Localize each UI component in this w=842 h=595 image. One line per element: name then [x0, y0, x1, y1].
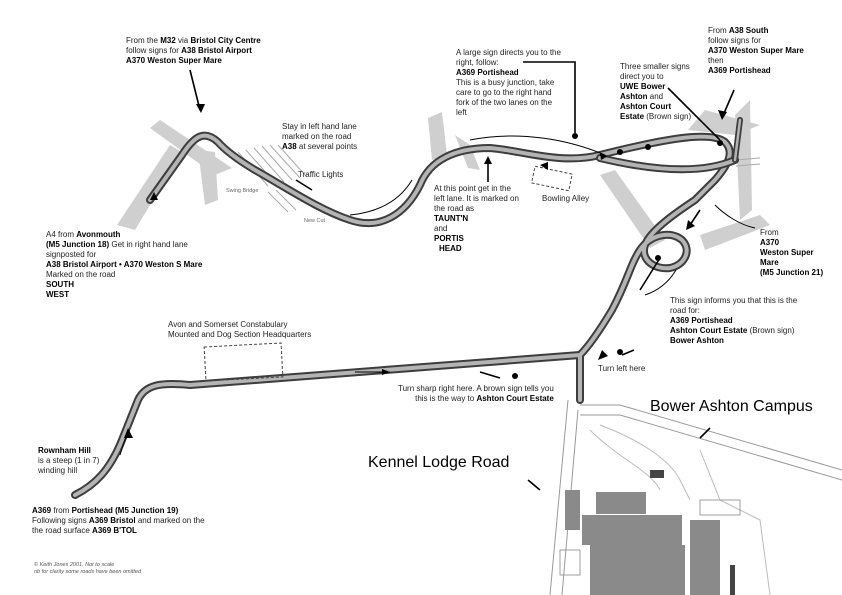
label-turn-sharp: Turn sharp right here. A brown sign tell… [398, 384, 554, 403]
sign-dot-roundabout [655, 255, 661, 261]
footer-copyright: © Keith Jones 2001. Not to scale nb for … [34, 562, 142, 575]
main-route-inner [73, 133, 732, 497]
label-new-cut: New Cut [304, 218, 326, 224]
label-a369-large-sign: A large sign directs you to the right, f… [456, 48, 561, 117]
label-bower-ashton-campus: Bower Ashton Campus [650, 398, 813, 415]
label-turn-left: Turn left here [598, 364, 646, 373]
label-get-left: At this point get in the left lane. It i… [434, 184, 519, 253]
label-stay-left: Stay in left hand lane marked on the roa… [282, 122, 358, 151]
label-this-sign: This sign informs you that this is the r… [670, 296, 798, 345]
label-a38-south: From A38 South follow signs for A370 Wes… [708, 26, 804, 75]
label-swing-bridge: Swing Bridge [226, 188, 259, 194]
pointer-markers [189, 61, 735, 491]
label-rownham-hill: Rownham Hill is a steep (1 in 7) winding… [38, 446, 100, 475]
label-kennel-lodge-road: Kennel Lodge Road [368, 454, 510, 471]
label-m32: From the M32 via Bristol City Centre fol… [126, 36, 261, 65]
campus-building [596, 492, 646, 514]
label-a370-from: From A370 Weston Super Mare (M5 Junction… [760, 228, 824, 277]
main-route-outer [71, 131, 734, 499]
label-bowling-alley: Bowling Alley [542, 194, 590, 203]
label-traffic-lights: Traffic Lights [298, 170, 344, 179]
campus-plan [549, 399, 842, 595]
main-roads [71, 117, 743, 499]
sign-dot-turn-sharp [512, 373, 518, 379]
sign-dot-uwe [617, 149, 623, 155]
label-police-hq: Avon and Somerset Constabulary Mounted a… [168, 320, 312, 339]
label-a369-portishead: A369 from Portishead (M5 Junction 19) Fo… [32, 506, 205, 535]
label-three-signs: Three smaller signs direct you to UWE Bo… [620, 62, 692, 121]
label-a4-avonmouth: A4 from Avonmouth (M5 Junction 18) Get i… [46, 230, 203, 299]
police-hq-box [203, 342, 284, 382]
bowling-alley-box [530, 165, 573, 192]
sign-dot-a369 [572, 133, 578, 139]
